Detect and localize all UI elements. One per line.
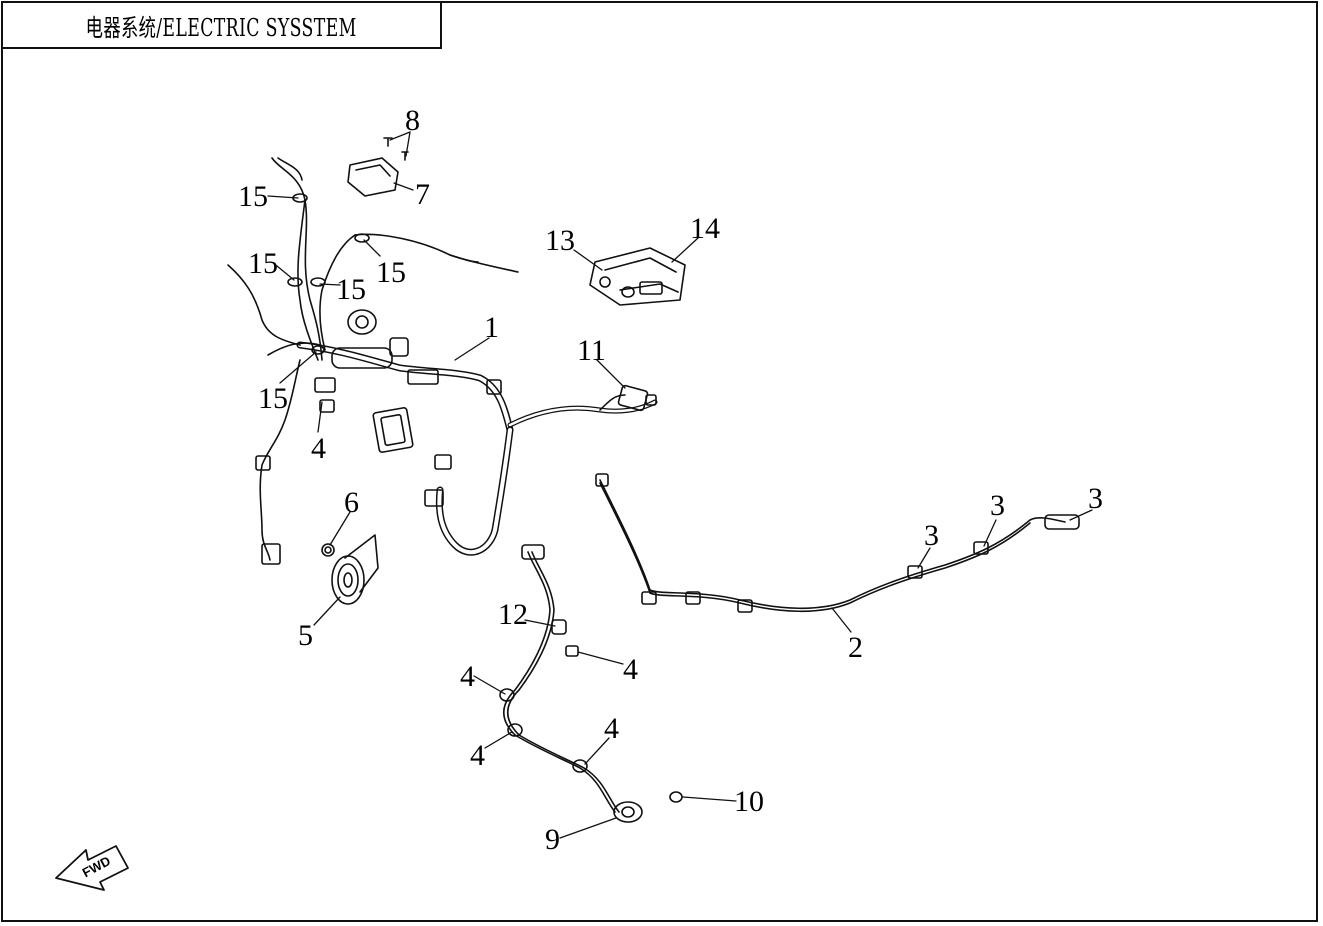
callout-3: 3 (1088, 482, 1103, 515)
part-7-relay-bracket (347, 137, 409, 197)
callout-3: 3 (990, 489, 1005, 522)
callout-6: 6 (344, 486, 359, 519)
main-wire-harness (227, 157, 658, 565)
callout-7: 7 (415, 178, 430, 211)
part-2-rear-harness (595, 473, 1080, 613)
leader-lines (267, 131, 1093, 839)
callout-5: 5 (298, 619, 313, 652)
callout-15: 15 (336, 273, 366, 306)
callout-15: 15 (238, 180, 268, 213)
part-5-horn (321, 534, 379, 605)
callout-labels: 1 2 3 3 3 4 4 4 4 4 5 6 7 8 9 10 11 12 1… (238, 104, 1103, 856)
part-11-connector (617, 384, 657, 412)
callout-9: 9 (545, 823, 560, 856)
fwd-arrow-icon: FWD (55, 845, 129, 891)
part-13-14-ecu (589, 247, 686, 306)
callout-8: 8 (405, 104, 420, 137)
callout-15: 15 (248, 247, 278, 280)
part-9-12-sensor-harness (499, 544, 683, 823)
callout-3: 3 (924, 519, 939, 552)
callout-15: 15 (258, 382, 288, 415)
title-box: 电器系统/ELECTRIC SYSSTEM (1, 1, 442, 49)
callout-4: 4 (604, 712, 619, 745)
callout-2: 2 (848, 631, 863, 664)
fwd-label: FWD (80, 853, 113, 880)
page-title: 电器系统/ELECTRIC SYSSTEM (86, 13, 357, 42)
callout-4: 4 (311, 432, 326, 465)
callout-13: 13 (545, 224, 575, 257)
callout-14: 14 (690, 212, 720, 245)
callout-11: 11 (577, 334, 606, 367)
callout-10: 10 (734, 785, 764, 818)
callout-4: 4 (470, 739, 485, 772)
callout-4: 4 (460, 660, 475, 693)
callout-4: 4 (623, 653, 638, 686)
callout-15: 15 (376, 256, 406, 289)
callout-1: 1 (484, 311, 499, 344)
callout-12: 12 (498, 598, 528, 631)
